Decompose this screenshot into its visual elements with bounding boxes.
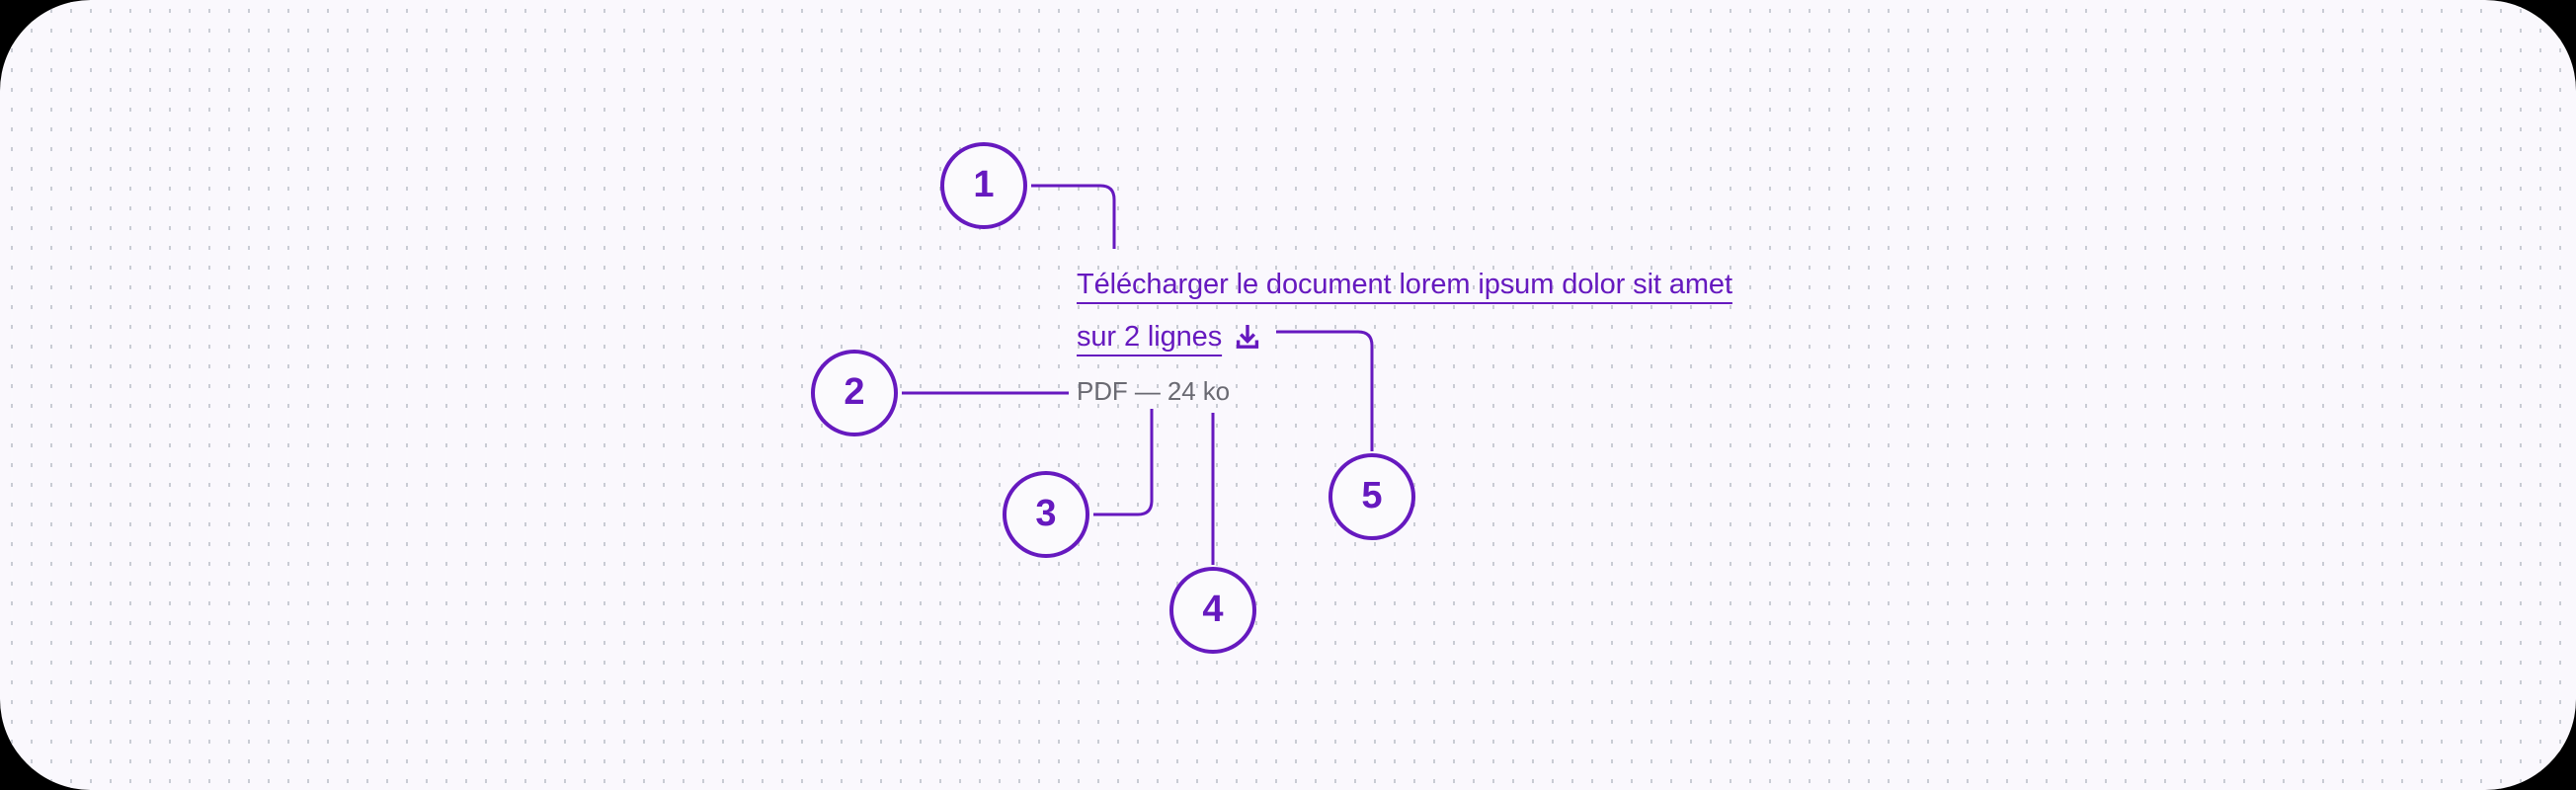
annotation-badge-1-label: 1 <box>973 163 995 205</box>
download-icon <box>1234 316 1261 349</box>
download-link-component: Télécharger le document lorem ipsum dolo… <box>1077 259 1788 408</box>
annotation-badge-5-label: 5 <box>1361 474 1383 516</box>
annotation-badge-3-label: 3 <box>1035 492 1057 534</box>
annotation-badge-3[interactable]: 3 <box>1003 471 1089 558</box>
annotation-badge-2[interactable]: 2 <box>811 350 898 436</box>
connector-3 <box>1093 409 1154 516</box>
annotation-badge-1[interactable]: 1 <box>940 142 1027 229</box>
annotation-badge-4[interactable]: 4 <box>1169 567 1256 654</box>
annotation-badge-4-label: 4 <box>1202 588 1224 630</box>
annotation-badge-5[interactable]: 5 <box>1328 453 1415 540</box>
connector-1 <box>1031 184 1116 249</box>
download-link-label: Télécharger le document lorem ipsum dolo… <box>1077 269 1732 353</box>
annotation-badge-2-label: 2 <box>844 370 865 413</box>
download-link[interactable]: Télécharger le document lorem ipsum dolo… <box>1077 259 1768 363</box>
file-meta: PDF — 24 ko <box>1077 376 1230 406</box>
